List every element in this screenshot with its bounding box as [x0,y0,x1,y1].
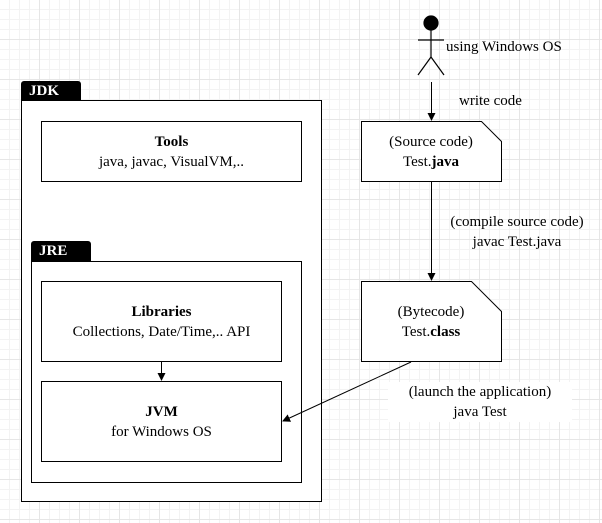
bytecode-label: (Bytecode) Test.class [361,302,501,342]
libraries-box: Libraries Collections, Date/Time,.. API [41,281,282,362]
bytecode-caption: (Bytecode) [397,304,465,320]
tools-title: Tools [154,133,189,150]
user-actor-icon [417,15,445,76]
jdk-tag: JDK [21,81,81,101]
launch-label: (launch the application) java Test [388,382,572,422]
jvm-box: JVM for Windows OS [41,381,282,462]
jre-tag: JRE [31,241,91,261]
compile-label: (compile source code) javac Test.java [432,212,602,252]
bytecode-filename: Test.class [401,324,461,340]
launch-caption: (launch the application) [408,384,552,400]
arrow-launch [282,361,412,422]
launch-command: java Test [453,404,507,420]
actor-label: using Windows OS [446,39,562,55]
bytecode-doc [361,281,502,362]
jvm-title: JVM [145,403,178,420]
tools-desc: java, javac, VisualVM,.. [98,153,245,170]
source-code-caption: (Source code) [389,134,473,150]
compile-command: javac Test.java [472,234,562,250]
source-code-filename: Test.java [402,154,460,170]
source-code-doc [361,121,502,182]
source-code-label: (Source code) Test.java [361,132,501,172]
libraries-title: Libraries [131,303,192,320]
write-code-label: write code [459,93,522,109]
jvm-desc: for Windows OS [111,423,212,440]
compile-caption: (compile source code) [450,214,584,230]
tools-box: Tools java, javac, VisualVM,.. [41,121,302,182]
libraries-desc: Collections, Date/Time,.. API [72,323,251,340]
